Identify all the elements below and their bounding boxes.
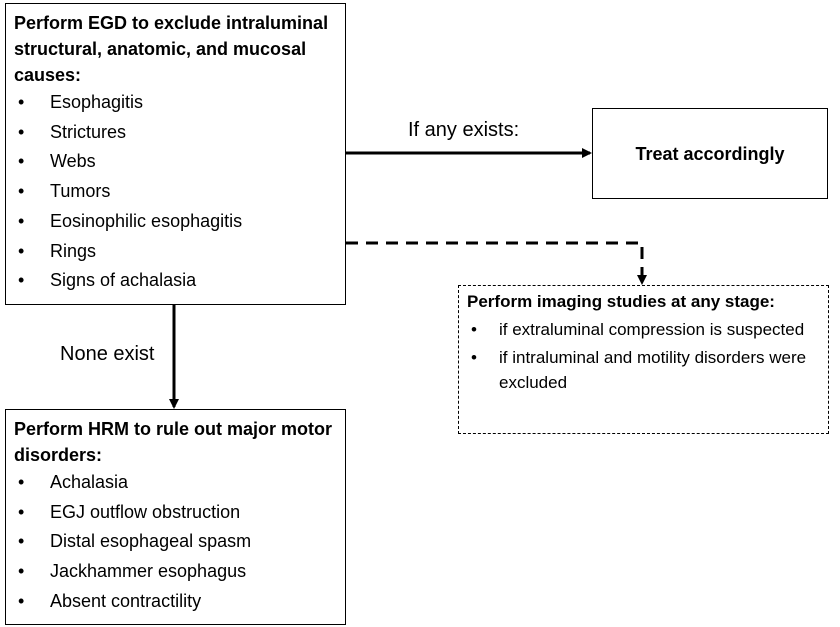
egd-box-title: Perform EGD to exclude intraluminal stru… [14,13,329,85]
edge-label-none-exist: None exist [60,343,155,365]
bullet-icon: • [18,472,25,492]
imaging-conditions-list: • if extraluminal compression is suspecte… [467,317,820,395]
bullet-icon: • [18,240,25,261]
list-item-text: Webs [50,151,96,172]
list-item-text: Absent contractility [50,590,202,611]
list-item: • Distal esophageal spasm [14,527,337,557]
imaging-box-title: Perform imaging studies at any stage: [467,292,775,311]
bullet-icon: • [18,121,25,142]
bullet-icon: • [471,320,477,339]
list-item: • Webs [14,147,337,177]
list-item: • Tumors [14,177,337,207]
bullet-icon: • [18,270,25,291]
list-item: • Eosinophilic esophagitis [14,207,337,237]
list-item-text: EGJ outflow obstruction [50,501,241,522]
bullet-icon: • [18,151,25,172]
list-item-text: Achalasia [50,472,129,492]
bullet-icon: • [18,561,25,582]
list-item: • Signs of achalasia [14,266,337,296]
list-item: • Rings [14,237,337,267]
list-item-text: Eosinophilic esophagitis [50,210,243,231]
list-item: • Absent contractility [14,587,337,617]
list-item: • Jackhammer esophagus [14,557,337,587]
imaging-box: Perform imaging studies at any stage: • i… [458,285,829,434]
hrm-disorders-list: • Achalasia • EGJ outflow obstruction • Dis… [14,468,337,617]
bullet-icon: • [18,590,25,611]
list-item-text: Tumors [50,181,111,202]
list-item: • Achalasia [14,468,337,498]
treat-box: Treat accordingly [592,108,828,199]
bullet-icon: • [18,531,25,552]
list-item-text: if extraluminal compression is suspected [499,320,805,339]
list-item: • Esophagitis [14,88,337,118]
bullet-icon: • [18,181,25,202]
bullet-icon: • [471,348,477,367]
list-item-text: Signs of achalasia [50,270,197,291]
bullet-icon: • [18,92,25,112]
list-item: • if intraluminal and motility disorders … [467,345,820,395]
list-item: • EGJ outflow obstruction [14,498,337,528]
bullet-icon: • [18,210,25,231]
list-item-text: Strictures [50,121,127,142]
arrow-egd-to-imaging [346,241,647,285]
hrm-box-title: Perform HRM to rule out major motor diso… [14,419,333,465]
treat-box-title: Treat accordingly [635,143,785,164]
bullet-icon: • [18,501,25,522]
list-item: • if extraluminal compression is suspecte… [467,317,820,342]
edge-label-if-any-exists: If any exists: [408,119,520,141]
list-item: • Strictures [14,118,337,148]
list-item-text: if intraluminal and motility disorders w… [499,348,807,392]
hrm-box: Perform HRM to rule out major motor diso… [5,409,346,625]
egd-causes-list: • Esophagitis • Strictures • Webs • Tumors •… [14,88,337,296]
list-item-text: Esophagitis [50,92,144,112]
list-item-text: Distal esophageal spasm [50,531,252,552]
list-item-text: Jackhammer esophagus [50,561,247,582]
list-item-text: Rings [50,240,97,261]
egd-box: Perform EGD to exclude intraluminal stru… [5,3,346,305]
